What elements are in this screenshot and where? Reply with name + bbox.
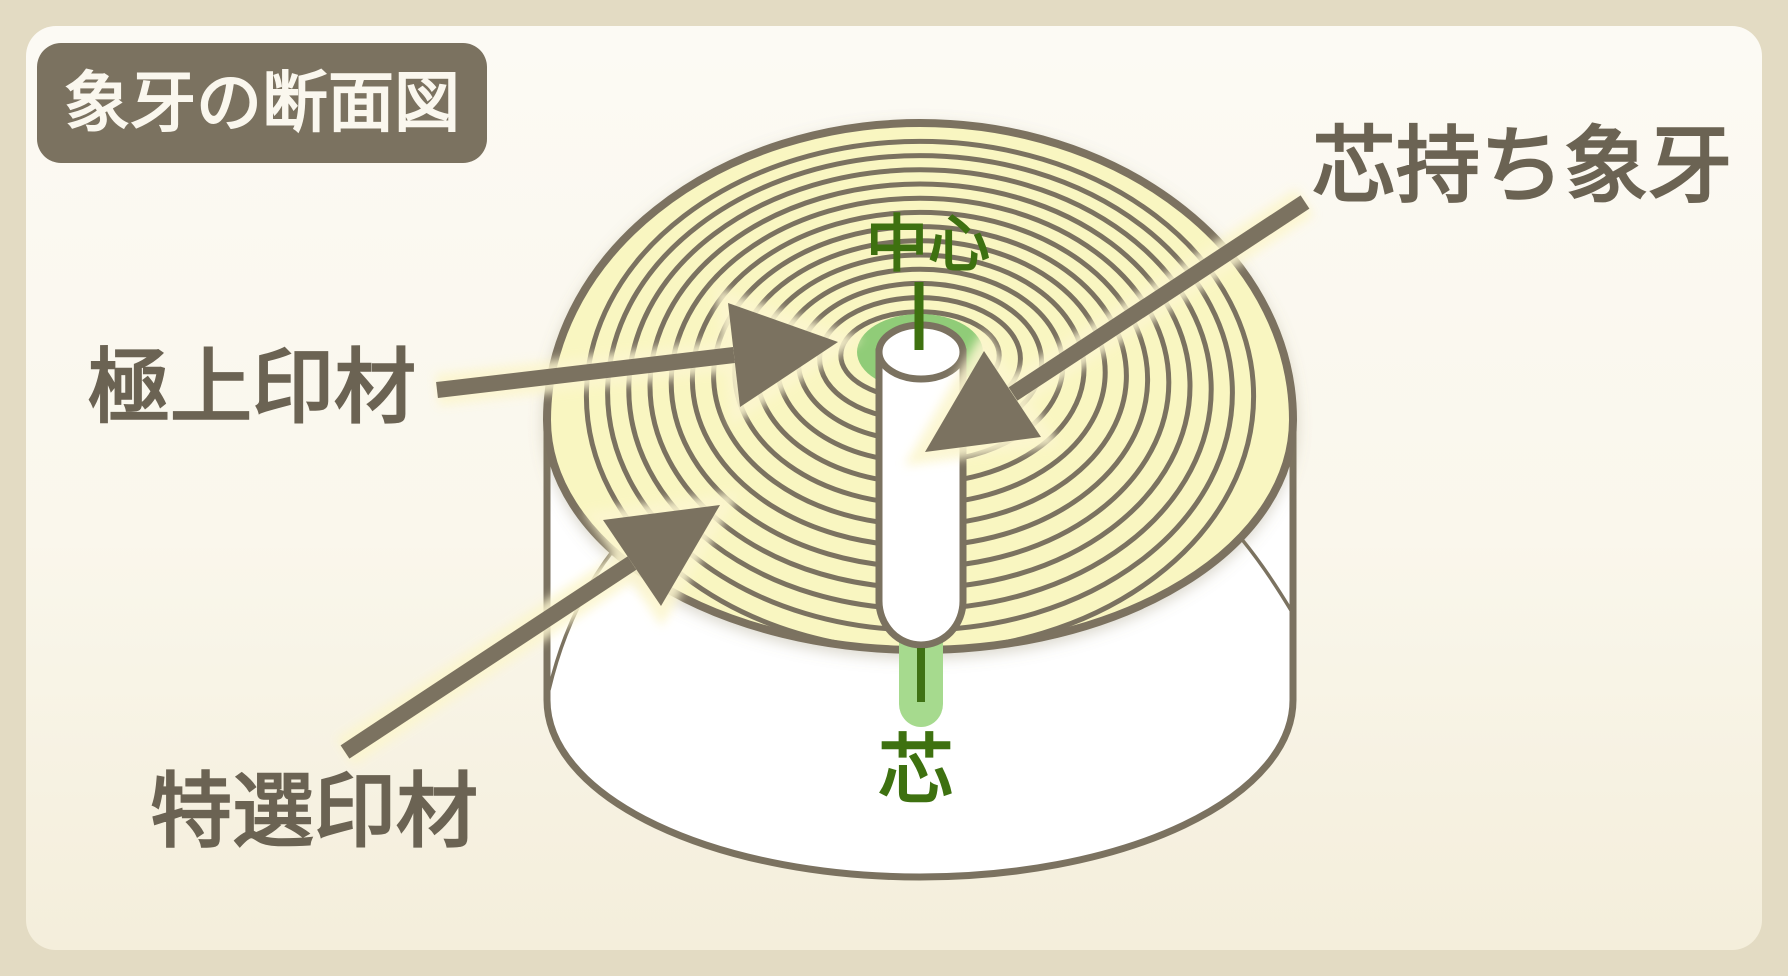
arrow-finest xyxy=(436,303,838,407)
arrow-select xyxy=(340,505,720,759)
label-core: 芯 xyxy=(878,726,954,815)
title-badge xyxy=(37,43,487,163)
title-badge-label: 象牙の断面図 xyxy=(64,65,460,142)
label-core-ivory: 芯持ち象牙 xyxy=(1312,117,1732,215)
label-center: 中心 xyxy=(866,208,990,281)
label-finest-seal-material: 極上印材 xyxy=(88,341,416,436)
arrow-core-ivory xyxy=(925,195,1310,452)
label-select-seal-material: 特選印材 xyxy=(150,765,478,860)
